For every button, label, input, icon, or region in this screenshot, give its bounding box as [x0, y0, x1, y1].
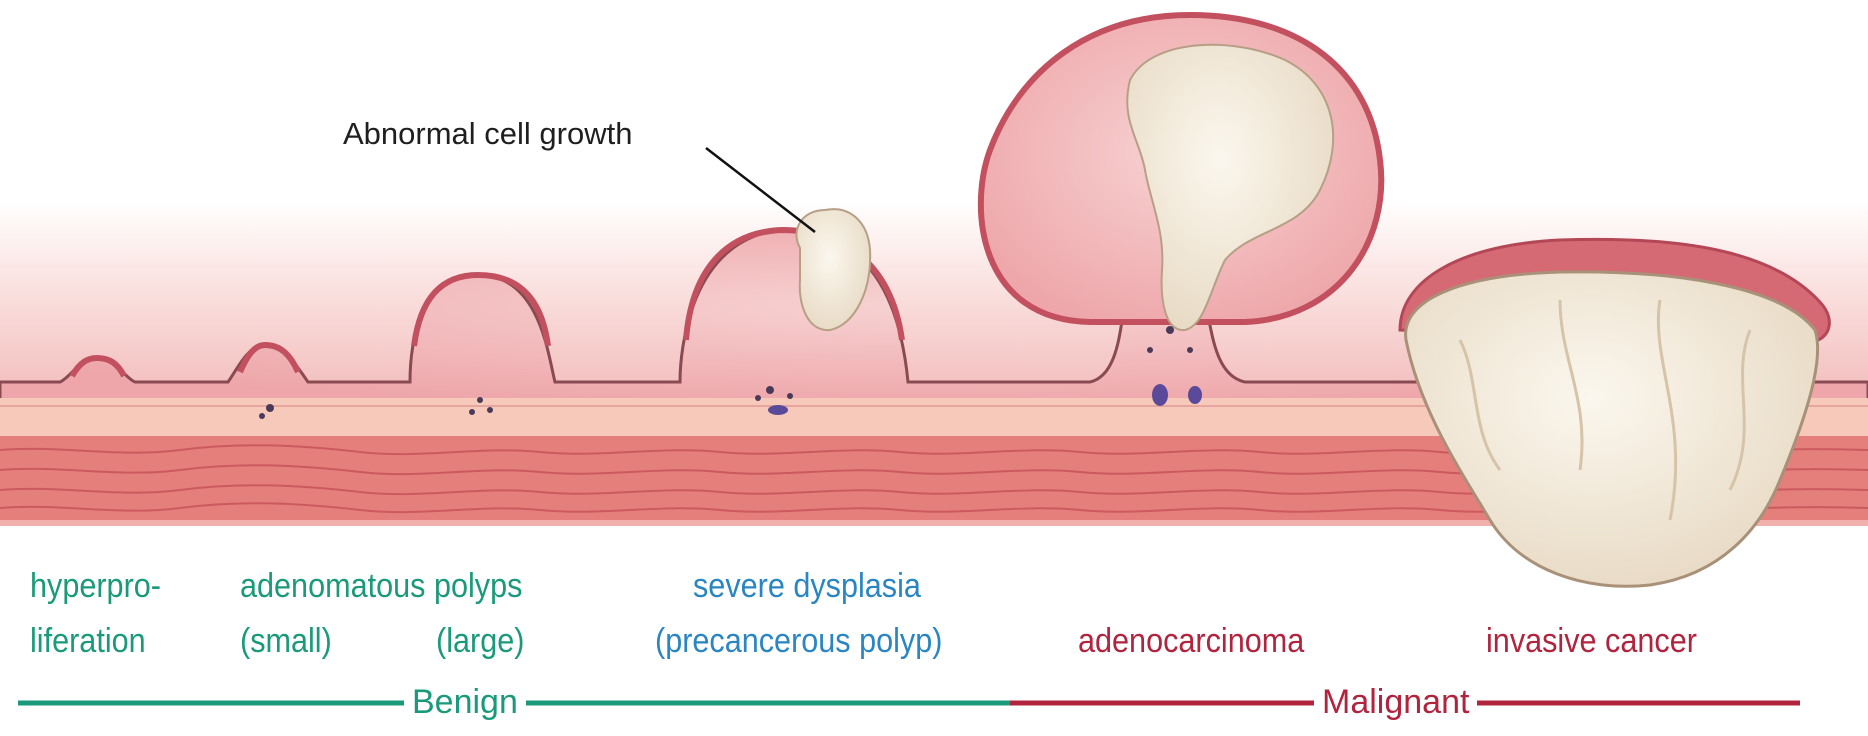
stage-adenomatous-polyps-large: (large) — [436, 621, 524, 661]
invasive-cancer-mass — [1406, 272, 1818, 586]
stage-adenomatous-polyps-small: (small) — [240, 621, 332, 661]
stage-severe-dysplasia-line1: severe dysplasia — [693, 566, 921, 606]
stage-adenomatous-polyps-title: adenomatous polyps — [240, 566, 522, 606]
stage-invasive-cancer-label: invasive cancer — [1486, 621, 1697, 661]
stage-severe-dysplasia-line2: (precancerous polyp) — [655, 621, 942, 661]
category-malignant-label: Malignant — [1314, 682, 1477, 722]
stage-hyperproliferation-line2: liferation — [30, 621, 146, 661]
category-benign-label: Benign — [404, 682, 526, 722]
stage-adenocarcinoma-label: adenocarcinoma — [1078, 621, 1304, 661]
stage-hyperproliferation-line1: hyperpro- — [30, 566, 161, 606]
annotation-abnormal-cell-growth: Abnormal cell growth — [343, 116, 632, 152]
